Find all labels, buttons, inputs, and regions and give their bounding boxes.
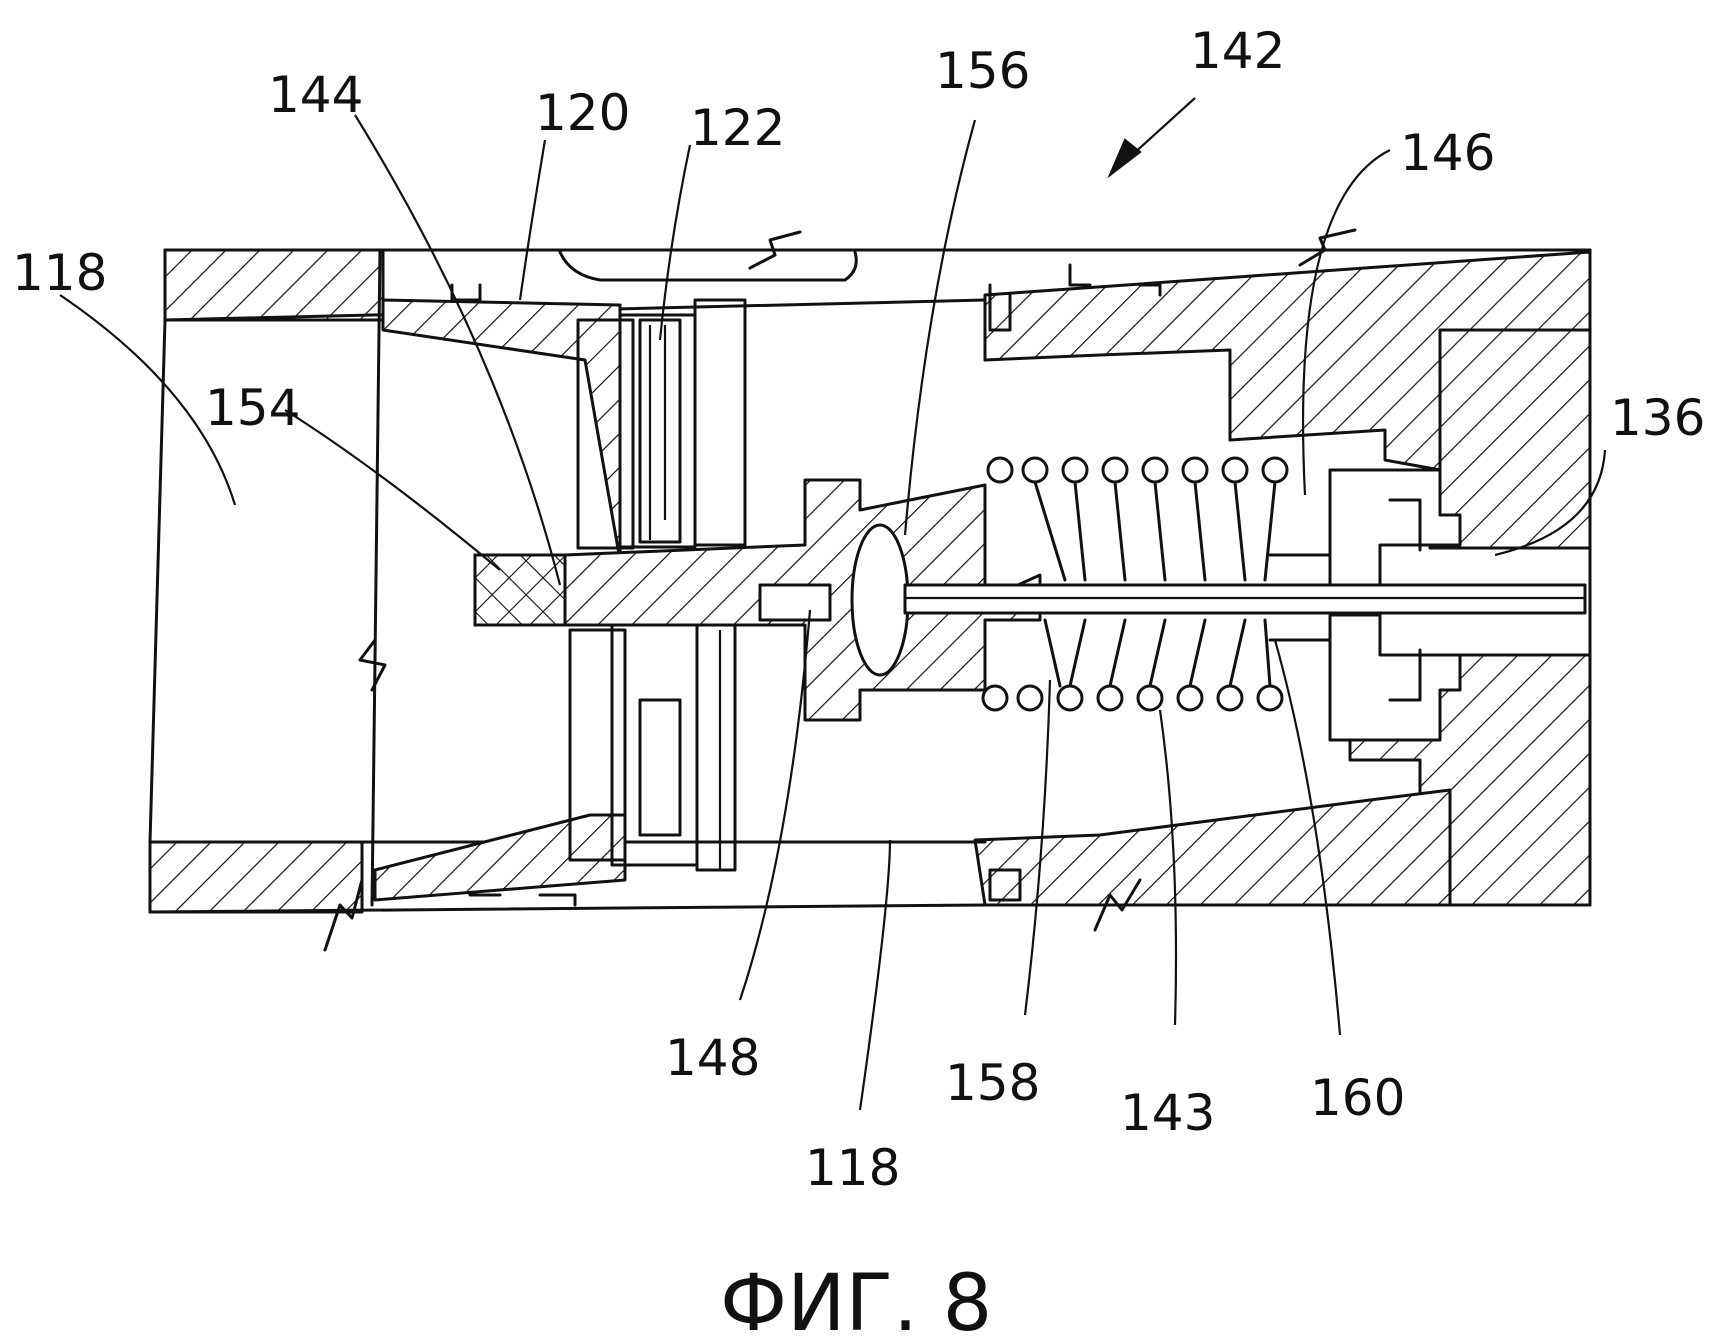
spring-143-top-row xyxy=(986,456,1289,484)
label-118-bottom: 118 xyxy=(805,1139,900,1197)
housing-outline xyxy=(148,248,1592,914)
label-160: 160 xyxy=(1310,1069,1405,1127)
label-144: 144 xyxy=(268,66,363,124)
label-158: 158 xyxy=(945,1054,1040,1112)
piston-122-upper xyxy=(576,298,747,550)
figure-caption: ФИГ. 8 xyxy=(720,1259,992,1344)
label-154: 154 xyxy=(205,379,300,437)
label-156: 156 xyxy=(935,42,1030,100)
piston-122-lower xyxy=(568,623,737,872)
pin-148 xyxy=(758,583,832,622)
label-148: 148 xyxy=(665,1029,760,1087)
label-142: 142 xyxy=(1190,22,1285,80)
spring-143-bottom-row xyxy=(981,684,1284,712)
housing-bottom-wall-right xyxy=(973,788,1452,907)
label-146: 146 xyxy=(1400,124,1495,182)
label-120: 120 xyxy=(535,84,630,142)
valve-seat-120-lower xyxy=(373,813,627,902)
label-122: 122 xyxy=(690,99,785,157)
leader-lines xyxy=(59,97,1607,1111)
housing-top-wall-left xyxy=(163,248,385,322)
ball-valve-element xyxy=(850,523,910,677)
reference-numerals: 142 156 144 120 122 146 118 154 136 148 … xyxy=(12,22,1705,1197)
spring-143-windings xyxy=(1033,480,1277,688)
push-rod-136 xyxy=(903,583,1587,615)
stem-tip-154 xyxy=(473,553,567,627)
label-143: 143 xyxy=(1120,1084,1215,1142)
housing-bottom-wall-left xyxy=(148,840,364,914)
label-118-left: 118 xyxy=(12,244,107,302)
break-marks xyxy=(323,228,1357,952)
label-136: 136 xyxy=(1610,389,1705,447)
valve-seat-120-upper xyxy=(381,298,622,562)
retainer-146-160 xyxy=(1268,468,1462,742)
